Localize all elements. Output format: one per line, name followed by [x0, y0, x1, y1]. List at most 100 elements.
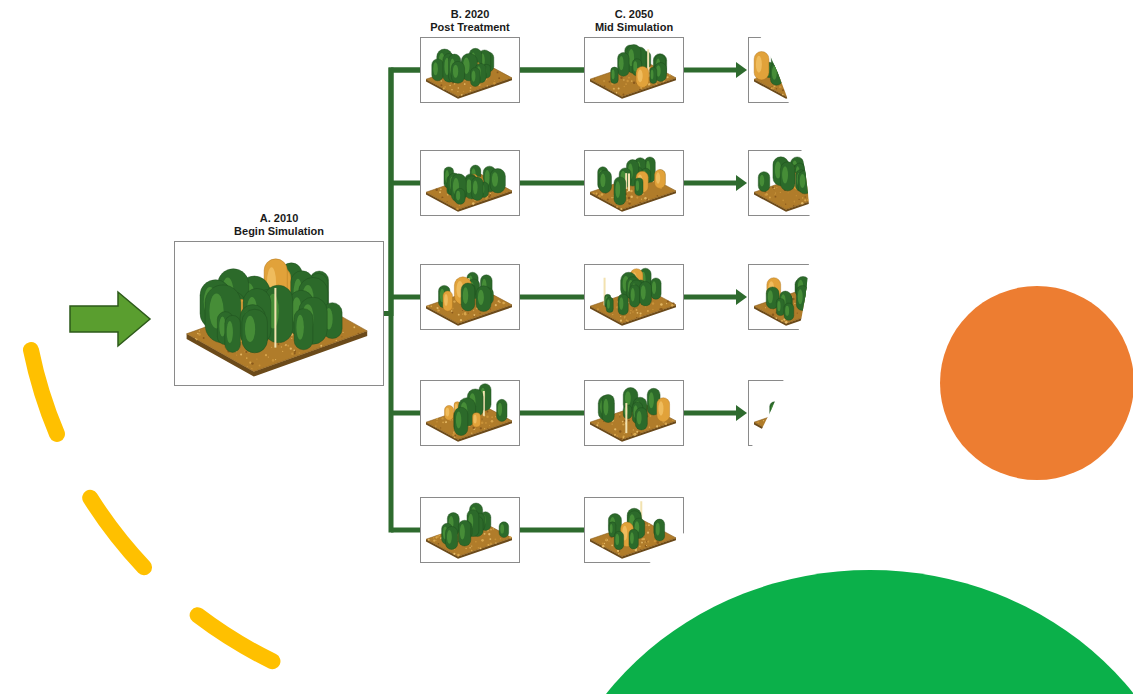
- ground-speck: [766, 193, 768, 195]
- ground-speck: [596, 195, 597, 196]
- ground-speck: [652, 309, 653, 310]
- ground-speck: [498, 300, 500, 302]
- ground-speck: [782, 70, 784, 72]
- ground-speck: [646, 545, 647, 546]
- ground-speck: [773, 188, 775, 190]
- tree-crown: [786, 64, 796, 80]
- tree-crown: [472, 177, 484, 200]
- ground-speck: [826, 194, 827, 195]
- ground-speck: [633, 433, 635, 435]
- ground-speck: [812, 300, 814, 302]
- branch-line: [391, 528, 420, 533]
- ground-speck: [794, 67, 796, 69]
- ground-speck: [639, 546, 641, 548]
- ground-speck: [495, 304, 497, 306]
- branch-line: [391, 295, 420, 300]
- tree-highlight: [806, 61, 811, 74]
- ground-speck: [802, 66, 804, 68]
- ground-speck: [775, 317, 777, 319]
- ground-speck: [819, 306, 820, 307]
- ground-speck: [785, 410, 787, 412]
- tree-highlight: [456, 191, 460, 201]
- ground-speck: [616, 206, 618, 208]
- ground-speck: [806, 419, 807, 420]
- forest-scene: [585, 151, 684, 216]
- tree-highlight: [768, 290, 773, 303]
- ground-speck: [458, 87, 460, 89]
- scene-frame: [421, 265, 520, 330]
- ground-speck: [463, 91, 464, 92]
- ground-speck: [604, 85, 606, 87]
- ground-speck: [440, 84, 442, 86]
- forest-scene: [421, 265, 520, 330]
- scene-box: C. 2050Mid Simulation: [584, 8, 684, 103]
- ground-speck: [796, 195, 797, 196]
- ground-speck: [593, 192, 595, 194]
- ground-speck: [439, 534, 441, 536]
- ground-speck: [817, 305, 819, 307]
- ground-speck: [616, 435, 618, 437]
- dead-tree: [782, 397, 784, 419]
- tree-highlight: [777, 301, 780, 311]
- tree-crown: [461, 283, 475, 311]
- tree-highlight: [498, 403, 502, 416]
- ground-speck: [636, 309, 638, 311]
- tree-crown: [657, 398, 670, 422]
- ground-speck: [485, 422, 487, 424]
- ground-speck: [775, 192, 776, 193]
- ground-speck: [786, 413, 788, 415]
- ground-speck: [445, 421, 446, 422]
- tree-highlight: [478, 290, 484, 305]
- ground-speck: [799, 65, 801, 67]
- ground-speck: [473, 428, 475, 430]
- ground-speck: [623, 79, 624, 80]
- ground-speck: [825, 193, 826, 194]
- ground-speck: [605, 539, 608, 542]
- ground-speck: [441, 196, 443, 198]
- ground-speck: [808, 405, 810, 407]
- ground-speck: [472, 202, 475, 205]
- ground-speck: [272, 359, 275, 362]
- ground-speck: [634, 433, 637, 436]
- ground-speck: [470, 90, 472, 92]
- ground-speck: [790, 424, 791, 425]
- ground-speck: [495, 538, 497, 540]
- ground-speck: [652, 302, 654, 304]
- ground-speck: [451, 310, 453, 312]
- ground-speck: [509, 536, 511, 538]
- ground-speck: [457, 91, 458, 92]
- ground-speck: [461, 94, 463, 96]
- ground-speck: [831, 300, 834, 303]
- ground-speck: [808, 404, 809, 405]
- ground-speck: [776, 88, 778, 90]
- ground-speck: [632, 311, 634, 313]
- ground-speck: [628, 420, 630, 422]
- ground-speck: [818, 190, 819, 191]
- ground-speck: [281, 346, 282, 347]
- ground-speck: [765, 194, 766, 195]
- tree-crown: [770, 402, 779, 423]
- tree-highlight: [656, 66, 660, 76]
- ground-speck: [630, 190, 633, 193]
- ground-speck: [830, 307, 831, 308]
- tree-crown: [796, 407, 804, 423]
- ground-speck: [633, 429, 634, 430]
- ground-speck: [471, 550, 473, 552]
- tree-crown: [636, 66, 649, 87]
- ground-speck: [771, 430, 773, 432]
- ground-speck: [793, 430, 795, 432]
- ground-speck: [493, 528, 494, 529]
- ground-speck: [782, 200, 784, 202]
- ground-speck: [659, 425, 661, 427]
- tree-highlight: [652, 281, 656, 294]
- tree-highlight: [607, 300, 610, 309]
- ground-speck: [828, 418, 829, 419]
- tree-crown: [618, 294, 628, 315]
- ground-speck: [824, 417, 825, 418]
- ground-speck: [464, 312, 466, 314]
- branch-line: [391, 411, 420, 416]
- ground-speck: [797, 63, 799, 65]
- ground-speck: [785, 204, 786, 205]
- ground-speck: [438, 310, 439, 311]
- ground-speck: [487, 544, 489, 546]
